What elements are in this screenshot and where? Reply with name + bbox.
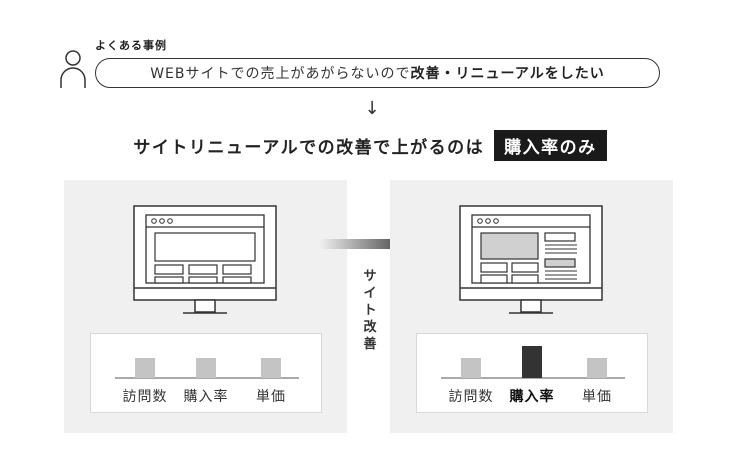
site-improvement-label: サ イ ト 改 善 — [363, 269, 377, 352]
bar-unit-price — [587, 358, 607, 378]
metric-label-conversion: 購入率 — [183, 389, 229, 405]
down-arrow-icon: ↓ — [364, 98, 380, 119]
headline: サイトリニューアルでの改善で上がるのは購入率のみ — [0, 130, 740, 161]
metric-label-unit-price: 単価 — [582, 389, 612, 405]
before-metrics-card: 訪問数 購入率 単価 — [90, 333, 322, 413]
metric-label-unit-price: 単価 — [256, 389, 286, 405]
request-text: WEBサイトでの売上があがらないので — [150, 66, 411, 82]
bar-visits — [135, 358, 155, 378]
bar-conversion — [522, 346, 542, 378]
speech-bubble: WEBサイトでの売上があがらないので改善・リニューアルをしたい — [95, 58, 660, 88]
person-icon — [60, 50, 86, 88]
metric-label-visits: 訪問数 — [448, 389, 494, 405]
headline-highlight: 購入率のみ — [494, 130, 607, 161]
headline-text: サイトリニューアルでの改善で上がるのは — [133, 138, 485, 158]
case-label: よくある事例 — [95, 39, 167, 52]
request-emphasis: 改善・リニューアルをしたい — [410, 66, 605, 82]
before-metric-bars — [115, 358, 299, 379]
bar-visits — [461, 358, 481, 378]
monitor-icon — [133, 205, 277, 314]
bar-unit-price — [261, 358, 281, 378]
bar-conversion — [196, 358, 216, 378]
monitor-icon — [459, 205, 603, 314]
metric-label-visits: 訪問数 — [122, 389, 168, 405]
after-metric-bars — [441, 346, 625, 379]
metric-label-conversion: 購入率 — [509, 389, 555, 405]
after-metrics-card: 訪問数 購入率 単価 — [416, 333, 648, 413]
